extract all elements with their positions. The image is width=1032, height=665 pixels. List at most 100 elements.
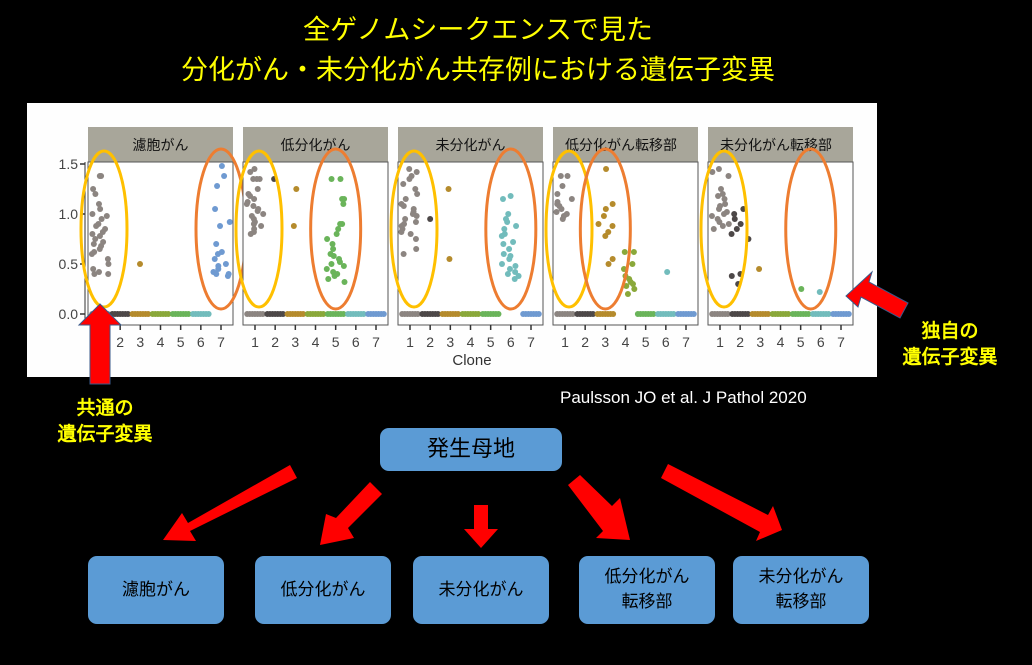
data-point xyxy=(609,201,616,207)
x-tick-label: 7 xyxy=(217,334,225,350)
data-point xyxy=(251,166,258,172)
y-tick-label: 0.5 xyxy=(59,256,79,272)
data-point xyxy=(721,196,728,202)
zero-point xyxy=(785,311,792,317)
data-point xyxy=(709,169,716,175)
x-tick-label: 1 xyxy=(251,334,259,350)
data-point xyxy=(336,259,343,265)
facet-panel xyxy=(707,161,854,326)
data-point xyxy=(215,266,222,272)
zero-point xyxy=(320,311,327,317)
child-label: 低分化がん xyxy=(280,579,366,600)
data-point xyxy=(512,263,519,269)
unique-mutation-ellipse xyxy=(578,147,632,311)
data-point xyxy=(90,186,97,192)
data-point xyxy=(250,176,257,182)
y-tick-label: 1.0 xyxy=(59,206,79,222)
data-point xyxy=(715,166,722,172)
data-point xyxy=(719,191,726,197)
data-point xyxy=(90,241,97,247)
facet-panel xyxy=(552,161,699,326)
data-point xyxy=(211,256,218,262)
data-point xyxy=(722,201,729,207)
data-point xyxy=(631,286,638,292)
arrow-to-anaplastic-icon xyxy=(464,505,498,548)
data-point xyxy=(247,231,254,237)
data-point xyxy=(554,191,561,197)
common-mutation-ellipse xyxy=(389,149,439,309)
data-point xyxy=(629,261,636,267)
data-point xyxy=(293,186,300,192)
child-label: 未分化がん 転移部 xyxy=(758,567,844,612)
zero-point xyxy=(744,311,751,317)
data-point xyxy=(624,291,631,297)
data-point xyxy=(98,173,105,179)
zero-point xyxy=(765,311,772,317)
data-point xyxy=(504,219,511,225)
data-point xyxy=(427,216,434,222)
x-tick-label: 3 xyxy=(136,334,144,350)
data-point xyxy=(609,256,616,262)
zero-point xyxy=(610,311,617,317)
x-tick-label: 4 xyxy=(777,334,785,350)
common-mutation-ellipse xyxy=(699,149,749,309)
data-point xyxy=(250,221,257,227)
zero-point xyxy=(805,311,812,317)
data-point xyxy=(737,221,744,227)
data-point xyxy=(715,193,722,199)
data-point xyxy=(341,196,348,202)
data-point xyxy=(96,246,103,252)
data-point xyxy=(90,266,97,272)
zero-point xyxy=(650,311,657,317)
common-mutation-text: 共通の 遺伝子変異 xyxy=(57,397,153,445)
data-point xyxy=(218,163,225,169)
data-point xyxy=(716,219,723,225)
x-tick-label: 5 xyxy=(642,334,650,350)
data-point xyxy=(731,216,738,222)
data-point xyxy=(553,209,560,215)
x-tick-label: 2 xyxy=(271,334,279,350)
x-tick-label: 1 xyxy=(716,334,724,350)
zero-point xyxy=(279,311,286,317)
facet-title: 未分化がん転移部 xyxy=(720,137,832,153)
unique-mutation-text: 独自の 遺伝子変異 xyxy=(902,320,998,368)
x-tick-label: 2 xyxy=(736,334,744,350)
x-tick-label: 6 xyxy=(817,334,825,350)
zero-point xyxy=(300,311,307,317)
data-point xyxy=(217,223,224,229)
data-point xyxy=(105,261,112,267)
data-point xyxy=(500,251,507,257)
x-tick-label: 2 xyxy=(581,334,589,350)
data-point xyxy=(505,211,512,217)
data-point xyxy=(559,183,566,189)
data-point xyxy=(720,211,727,217)
x-tick-label: 7 xyxy=(372,334,380,350)
x-tick-label: 6 xyxy=(197,334,205,350)
x-tick-label: 6 xyxy=(662,334,670,350)
data-point xyxy=(258,223,265,229)
data-point xyxy=(558,206,565,212)
data-point xyxy=(600,213,607,219)
data-point xyxy=(224,273,231,279)
data-point xyxy=(95,269,102,275)
common-mutation-label: 共通の 遺伝子変異 xyxy=(40,395,170,447)
origin-box: 発生母地 xyxy=(380,428,562,471)
data-point xyxy=(214,251,221,257)
data-point xyxy=(756,266,763,272)
child-box-follicular: 濾胞がん xyxy=(88,556,224,624)
arrow-to-anaplastic-meta-icon xyxy=(661,464,782,541)
y-tick-label: 0.0 xyxy=(59,306,79,322)
data-point xyxy=(498,261,505,267)
arrow-to-poorly-diff-meta-icon xyxy=(568,475,630,540)
unique-mutation-ellipse xyxy=(309,147,363,311)
data-point xyxy=(212,206,219,212)
arrow-to-poorly-diff-icon xyxy=(320,482,382,545)
data-point xyxy=(708,213,715,219)
x-tick-label: 3 xyxy=(291,334,299,350)
data-point xyxy=(406,176,413,182)
data-point xyxy=(331,273,338,279)
data-point xyxy=(511,276,518,282)
unique-mutation-label: 独自の 遺伝子変異 xyxy=(880,318,1020,370)
x-tick-label: 6 xyxy=(507,334,515,350)
citation: Paulsson JO et al. J Pathol 2020 xyxy=(560,388,807,407)
